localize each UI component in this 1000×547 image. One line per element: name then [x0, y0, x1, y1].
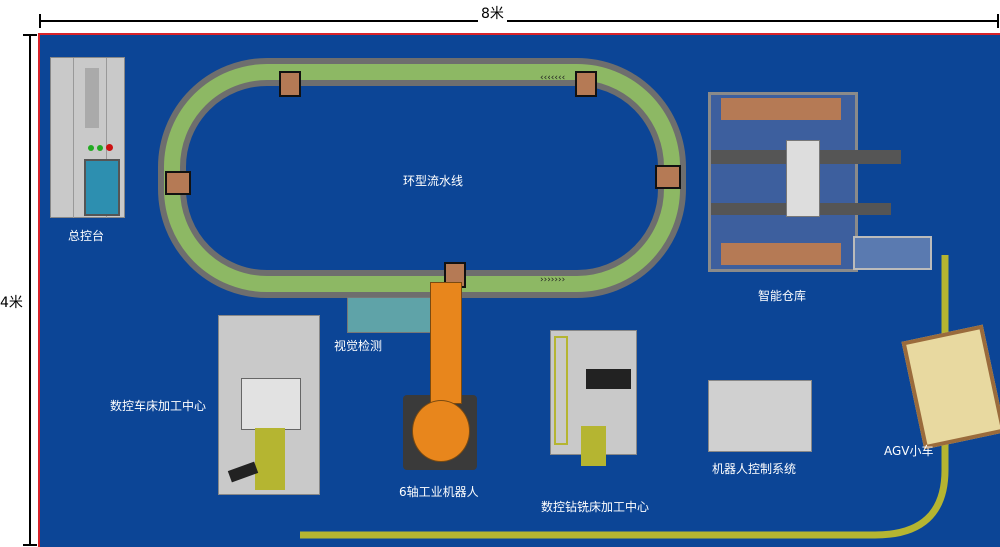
console-label: 总控台 [68, 229, 105, 243]
cnc-mill[interactable] [550, 330, 637, 466]
indicator-light [97, 145, 103, 151]
plc-nameplate [85, 68, 99, 128]
robot-control-cabinet[interactable] [708, 380, 812, 452]
pallet [575, 71, 597, 97]
hmi-screen [84, 159, 120, 216]
mill-label: 数控钻铣床加工中心 [541, 500, 650, 514]
robot-arm[interactable] [430, 282, 462, 404]
lathe-label: 数控车床加工中心 [110, 399, 207, 413]
conveyor-label: 环型流水线 [403, 174, 464, 188]
pallet [279, 71, 301, 97]
width-label: 8米 [478, 3, 507, 23]
warehouse-label: 智能仓库 [758, 289, 807, 303]
svg-text:‹‹‹‹‹‹‹: ‹‹‹‹‹‹‹ [540, 73, 565, 83]
agv-label: AGV小车 [884, 444, 934, 458]
vision-inspection[interactable] [347, 297, 432, 333]
height-label: 4米 [0, 292, 23, 312]
pallet [655, 165, 681, 189]
pallet [165, 171, 191, 195]
cnc-lathe[interactable] [218, 315, 320, 495]
robot-label: 6轴工业机器人 [399, 485, 479, 499]
warehouse-loader [853, 236, 932, 270]
robot-body[interactable] [412, 400, 470, 462]
vision-label: 视觉检测 [334, 339, 383, 353]
smart-warehouse[interactable] [708, 92, 901, 272]
control-console[interactable] [50, 57, 125, 218]
svg-text:›››››››: ››››››› [540, 275, 565, 285]
robot-control-label: 机器人控制系统 [712, 462, 797, 476]
stop-button [106, 144, 113, 151]
indicator-light [88, 145, 94, 151]
